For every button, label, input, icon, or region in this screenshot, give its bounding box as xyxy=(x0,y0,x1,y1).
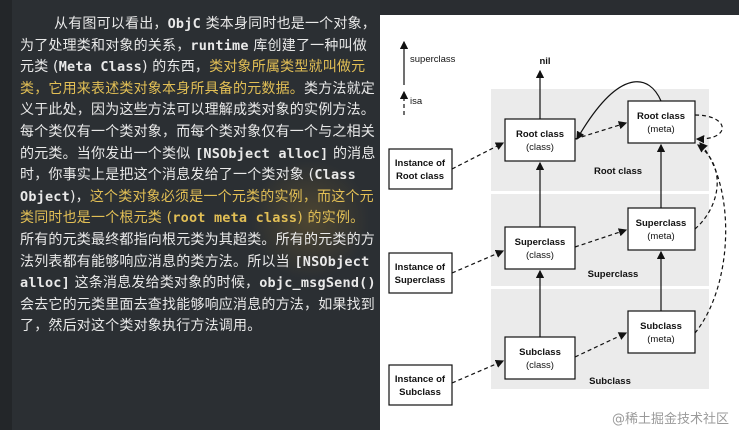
diagram-canvas: superclass isa nil Root class Superclass… xyxy=(388,40,727,406)
instance-subclass-isa-arrow xyxy=(451,359,505,384)
meta-subclass-box xyxy=(627,310,696,354)
meta-root-name: Root class xyxy=(637,111,685,122)
article-segment: 类对象所属类型就叫做元类，它用来表述类对象本身所具备的元数据。 xyxy=(20,59,366,97)
background-glow xyxy=(250,160,370,280)
article-segment: 类方法就定义于此处，因为这些方法可以理解成类对象的实例方法。每个类仅有一个类对象… xyxy=(20,80,375,162)
subclass-isa-arrow xyxy=(574,332,628,358)
class-subclass-kind: (class) xyxy=(526,360,554,371)
class-root-box xyxy=(504,118,576,162)
superclass-isa-arrow xyxy=(574,228,628,248)
meta-root-to-root-class-arrow xyxy=(576,81,662,141)
article-paragraph: 从有图可以看出，ObjC 类本身同时也是一个对象，为了处理类和对象的关系，run… xyxy=(20,14,378,338)
article-segment: 会去它的元类里面去查找能够响应消息的方法，如果找到了，然后对这个类对象执行方法调… xyxy=(20,296,375,335)
article-segment: [NSObject alloc] xyxy=(20,253,370,292)
article-segment: 从有图可以看出， xyxy=(54,16,168,32)
instance-subclass-line1: Instance of xyxy=(395,374,446,385)
class-hierarchy-diagram: superclass isa nil Root class Superclass… xyxy=(380,15,739,430)
instance-superclass-isa-arrow xyxy=(451,249,505,274)
class-superclass-name: Superclass xyxy=(515,237,566,248)
article-segment: Meta Class xyxy=(58,59,142,76)
instance-subclass-line2: Subclass xyxy=(399,387,441,398)
class-superclass-box xyxy=(504,226,576,270)
meta-subclass-kind: (meta) xyxy=(647,334,674,345)
article-segment: ) 的实例。 xyxy=(297,210,365,227)
article-segment: ) 的东西， xyxy=(142,59,210,76)
article-segment: ObjC xyxy=(167,16,201,32)
watermark: @稀土掘金技术社区 xyxy=(611,412,729,427)
class-superclass-kind: (class) xyxy=(526,250,554,261)
article-segment: 类本身同时也是一个对象，为了处理类和对象的关系， xyxy=(20,16,376,54)
article-segment: 的消息时，你事实上是把这个消息发给了一个类对象 ( xyxy=(20,145,376,184)
nil-label: nil xyxy=(539,56,550,67)
legend-superclass-label: superclass xyxy=(410,54,456,65)
meta-superclass-box xyxy=(627,207,696,251)
meta-superclass-name: Superclass xyxy=(636,218,687,229)
meta-subclass-name: Subclass xyxy=(640,321,682,332)
class-root-name: Root class xyxy=(516,129,564,140)
meta-superclass-kind: (meta) xyxy=(647,231,674,242)
meta-subclass-isa-arrow xyxy=(694,142,727,334)
instance-root-line2: Root class xyxy=(396,171,444,182)
meta-root-kind: (meta) xyxy=(647,124,674,135)
article-segment: [NSObject alloc] xyxy=(195,145,329,162)
meta-root-self-isa-arrow xyxy=(694,114,723,144)
instance-root-line1: Instance of xyxy=(395,158,446,169)
meta-root-box xyxy=(627,100,696,144)
instance-superclass-line1: Instance of xyxy=(395,262,446,273)
meta-superclass-isa-arrow xyxy=(694,144,718,230)
instance-superclass-box xyxy=(388,252,453,294)
row-label-subclass: Subclass xyxy=(589,376,631,387)
left-accent-bar xyxy=(0,0,12,430)
article-segment: 所有的元类最终都指向根元类为其超类。所有的元类的方法列表都有能够响应消息的类方法… xyxy=(20,231,375,270)
row-label-superclass: Superclass xyxy=(588,269,639,280)
article-segment: root meta class xyxy=(172,210,298,227)
article-segment: objc_msgSend() xyxy=(259,275,376,292)
article-segment: runtime xyxy=(190,37,249,54)
article-segment: 这条消息发给类对象的时候， xyxy=(69,275,260,292)
row-label-root: Root class xyxy=(594,166,642,177)
article-panel: 从有图可以看出，ObjC 类本身同时也是一个对象，为了处理类和对象的关系，run… xyxy=(0,0,378,430)
article-segment: )， xyxy=(69,188,90,205)
instance-root-isa-arrow xyxy=(451,142,505,170)
article-segment: 这个类对象必须是一个元类的实例，而这个元类同时也是一个根元类 ( xyxy=(20,188,374,227)
article-segment: Class Object xyxy=(20,167,356,205)
class-root-kind: (class) xyxy=(526,142,554,153)
class-subclass-box xyxy=(504,336,576,380)
root-class-isa-arrow xyxy=(574,121,628,140)
instance-root-box xyxy=(388,148,453,190)
instance-subclass-box xyxy=(388,364,453,406)
legend-isa-label: isa xyxy=(410,96,423,107)
article-segment: 库创建了一种叫做元类 ( xyxy=(20,37,367,76)
instance-superclass-line2: Superclass xyxy=(395,275,446,286)
class-subclass-name: Subclass xyxy=(519,347,561,358)
